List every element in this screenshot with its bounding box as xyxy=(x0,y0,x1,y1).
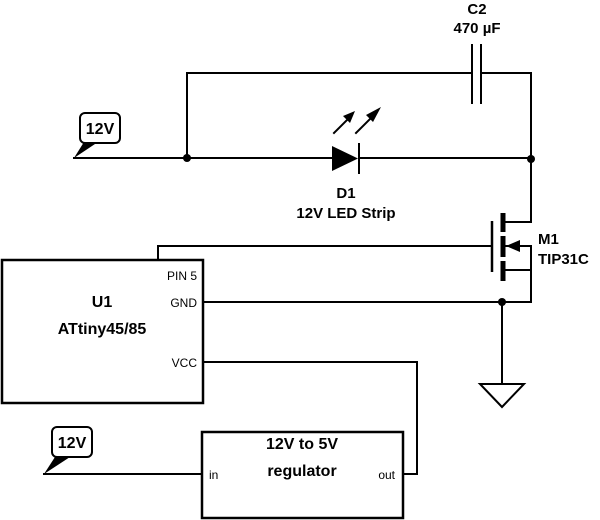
led-emission-arrows-icon xyxy=(332,107,381,135)
junction-dot xyxy=(183,154,191,162)
pin-label-pin5: PIN 5 xyxy=(167,269,197,283)
regulator-title: 12V to 5V xyxy=(266,436,338,453)
power-flag-12v: 12V xyxy=(44,426,93,474)
mcu-body xyxy=(0,258,205,405)
wire-cap-right xyxy=(480,72,532,160)
led-ref: D1 xyxy=(336,185,355,202)
pin-label-in: in xyxy=(209,468,218,482)
pin-label-out: out xyxy=(378,468,395,482)
wire-gate xyxy=(157,245,493,261)
power-flag-box xyxy=(79,112,121,144)
capacitor-value: 470 µF xyxy=(454,20,501,37)
mosfet-value: TIP31C xyxy=(538,251,589,268)
mcu-u1: PIN 5 GND VCC U1 ATtiny45/85 xyxy=(0,258,205,405)
pin-label-gnd: GND xyxy=(170,296,197,310)
wire-cap-left xyxy=(186,72,473,159)
wire-vcc xyxy=(202,361,418,475)
mosfet-arrow-icon xyxy=(506,240,520,252)
regulator: 12V to 5V regulator in out xyxy=(200,430,405,520)
mcu-ref: U1 xyxy=(92,294,113,311)
power-flag-box xyxy=(51,426,93,458)
led-diode-icon xyxy=(332,146,358,171)
capacitor-c2: C2 470 µF xyxy=(186,1,532,160)
led-value: 12V LED Strip xyxy=(296,205,395,222)
power-flag-label: 12V xyxy=(86,121,115,138)
pin-label-vcc: VCC xyxy=(172,356,198,370)
wire-drain xyxy=(504,158,532,223)
mosfet-m1: M1 TIP31C xyxy=(490,158,589,303)
mosfet-ref: M1 xyxy=(538,231,559,248)
led-d1: D1 12V LED Strip xyxy=(296,107,532,222)
power-flag-12v: 12V xyxy=(74,112,121,158)
wire-source xyxy=(504,245,532,303)
regulator-subtitle: regulator xyxy=(267,463,336,480)
ground-icon xyxy=(477,383,527,409)
capacitor-ref: C2 xyxy=(467,1,486,18)
mcu-part: ATtiny45/85 xyxy=(58,321,147,338)
power-flag-pointer-icon xyxy=(44,457,70,474)
power-flag-label: 12V xyxy=(58,435,87,452)
power-flag-pointer-icon xyxy=(74,142,98,158)
